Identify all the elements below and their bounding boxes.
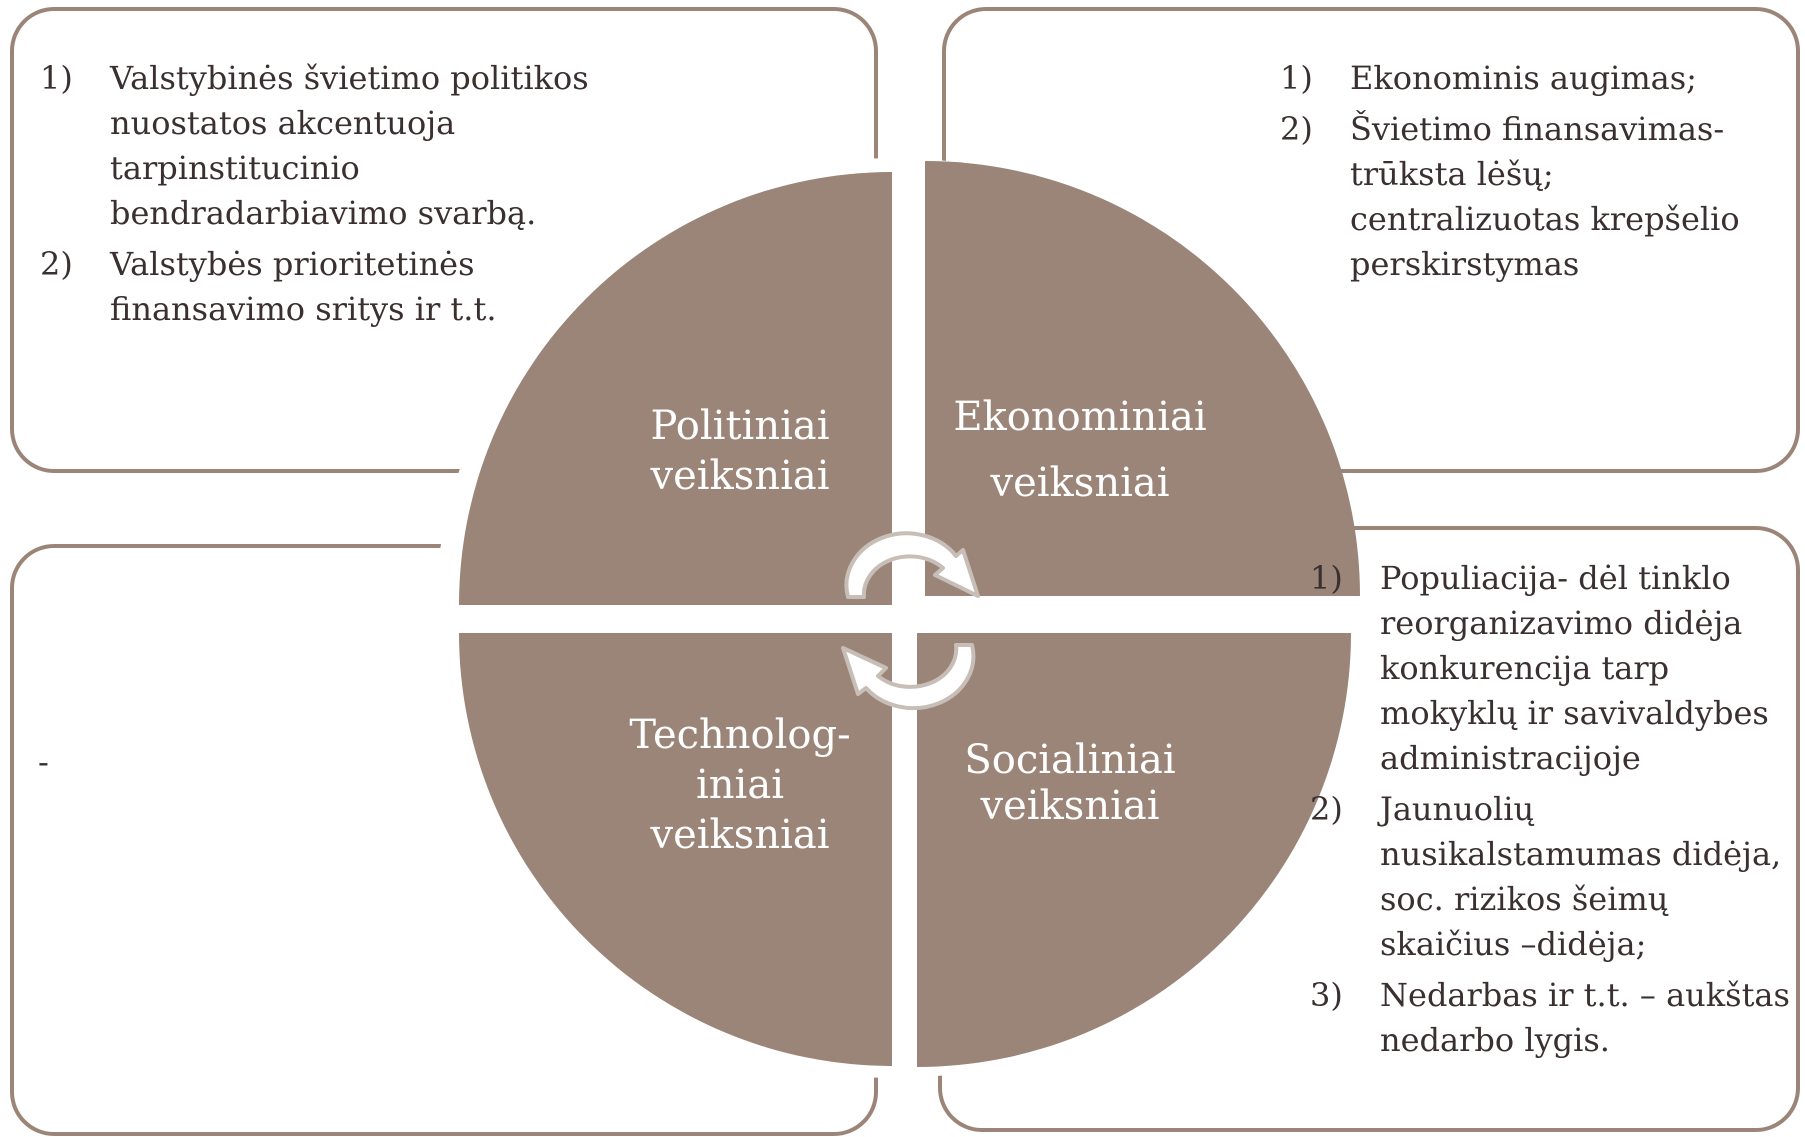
cycle-arrow-bottom (841, 643, 976, 711)
list-item-text: Valstybės prioritetinės finansavimo srit… (110, 245, 497, 328)
quadrant-label-political: Politiniai veiksniai (600, 401, 880, 501)
quadrant-economic (925, 161, 1360, 596)
list-item-text: Ekonominis augimas; (1350, 59, 1697, 97)
list-item-text: Populiacija- dėl tinklo reorganizavimo d… (1380, 559, 1769, 777)
list-item-number: 1) (1310, 559, 1343, 597)
list-item-text: Jaunuolių nusikalstamumas didėja, soc. r… (1380, 790, 1782, 963)
box-political-text: 1) Valstybinės švietimo politikos nuosta… (40, 56, 620, 338)
technological-label-line3: veiksniai (650, 812, 830, 858)
list-item: 2) Jaunuolių nusikalstamumas didėja, soc… (1310, 787, 1790, 967)
social-label-line2: veiksniai (980, 783, 1160, 829)
list-item-number: 2) (1280, 110, 1313, 148)
box-social-text: 1) Populiacija- dėl tinklo reorganizavim… (1310, 556, 1790, 1069)
list-item: 2) Švietimo finansavimas- trūksta lėšų; … (1280, 107, 1780, 287)
quadrant-social (917, 633, 1351, 1067)
list-item: 3) Nedarbas ir t.t. – aukštas nedarbo ly… (1310, 973, 1790, 1063)
technological-placeholder: - (38, 743, 49, 781)
social-label-line1: Socialiniai (964, 737, 1176, 783)
economic-label-line2: veiksniai (990, 460, 1170, 506)
box-technological-text: - (38, 740, 138, 785)
list-item-number: 1) (40, 59, 73, 97)
list-item-number: 2) (1310, 790, 1343, 828)
cycle-arrow-top (844, 531, 980, 599)
quadrant-political (459, 172, 892, 605)
list-item: 1) Ekonominis augimas; (1280, 56, 1780, 101)
list-item-number: 1) (1280, 59, 1313, 97)
quadrant-technological (459, 633, 892, 1066)
list-item-text: Valstybinės švietimo politikos nuostatos… (110, 59, 589, 232)
quadrant-label-economic: Ekonominiai veiksniai (940, 384, 1220, 516)
list-item: 2) Valstybės prioritetinės finansavimo s… (40, 242, 620, 332)
list-item-number: 3) (1310, 976, 1343, 1014)
list-item-text: Švietimo finansavimas- trūksta lėšų; cen… (1350, 110, 1740, 283)
list-item-text: Nedarbas ir t.t. – aukštas nedarbo lygis… (1380, 976, 1790, 1059)
technological-label-line1: Technolog- (629, 712, 851, 758)
political-label: Politiniai veiksniai (650, 403, 830, 499)
technological-label-line2: iniai (696, 762, 784, 808)
list-item: 1) Valstybinės švietimo politikos nuosta… (40, 56, 620, 236)
economic-label-line1: Ekonominiai (953, 394, 1207, 440)
list-item: 1) Populiacija- dėl tinklo reorganizavim… (1310, 556, 1790, 781)
box-economic-text: 1) Ekonominis augimas; 2) Švietimo finan… (1280, 56, 1780, 293)
quadrant-label-social: Socialiniai veiksniai (930, 737, 1210, 829)
list-item-number: 2) (40, 245, 73, 283)
quadrant-label-technological: Technolog- iniai veiksniai (600, 710, 880, 860)
